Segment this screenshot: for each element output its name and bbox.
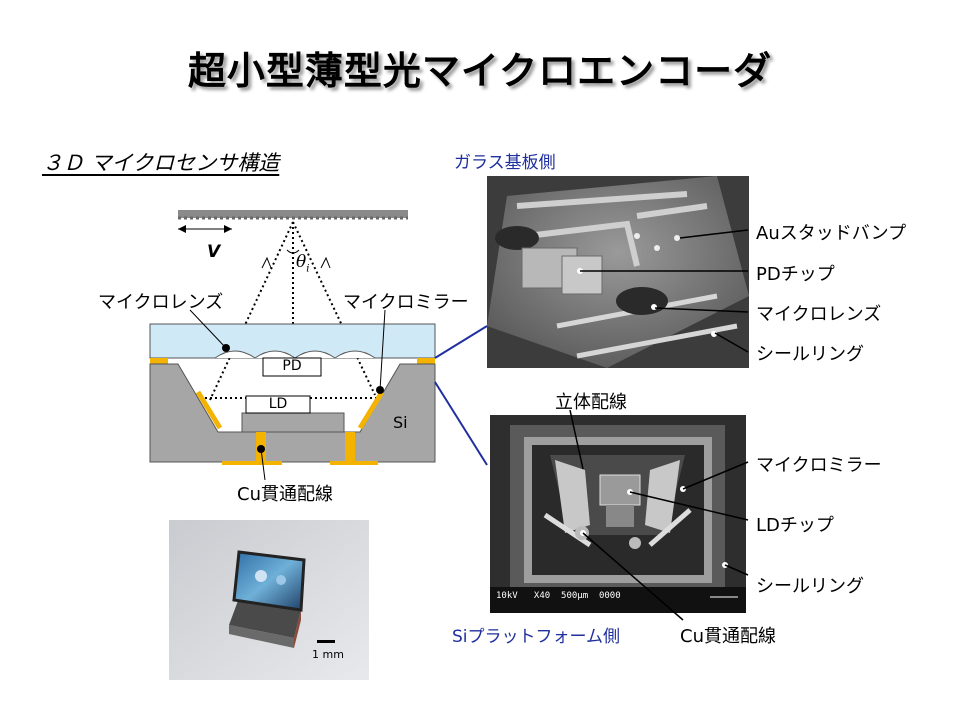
pd-label: PD [282, 358, 302, 374]
si-label-wiring: 立体配線 [555, 392, 627, 413]
micromirror-left [195, 390, 223, 430]
si-label-cu-via: Cu貫通配線 [680, 626, 776, 647]
glass-label-pd-chip: PDチップ [756, 264, 835, 285]
grating-scale [178, 210, 408, 220]
si-label: Si [393, 413, 408, 432]
velocity-label: V [207, 242, 221, 262]
velocity-arrow [178, 225, 232, 233]
glass-view-heading: ガラス基板側 [454, 153, 556, 173]
pd-chip [262, 357, 322, 377]
cu-via-label: Cu貫通配線 [237, 484, 333, 505]
si-label-ld-chip: LDチップ [756, 515, 834, 536]
angle-label: θi [296, 252, 310, 275]
micromirror-label: マイクロミラー [343, 292, 469, 313]
device-photo [169, 520, 369, 680]
glass-label-microlens: マイクロレンズ [756, 304, 882, 325]
sem-info: 10kV X40 500μm 0000 [496, 591, 621, 601]
scale-bar-label: 1 mm [312, 648, 344, 661]
ld-chip [245, 395, 311, 414]
si-view-heading: Siプラットフォーム側 [452, 627, 621, 647]
micromirror-right [357, 390, 385, 430]
glass-label-au-bump: Auスタッドバンプ [756, 223, 907, 244]
page-title: 超小型薄型光マイクロエンコーダ [187, 49, 773, 93]
glass-sem-image [487, 176, 749, 368]
glass-lid [149, 323, 436, 359]
section-subtitle: ３Ｄ マイクロセンサ構造 [42, 151, 280, 175]
si-sem-image [490, 415, 746, 613]
si-label-micromirror: マイクロミラー [756, 455, 882, 476]
ld-label: LD [268, 396, 288, 412]
microlens-label: マイクロレンズ [98, 292, 224, 313]
glass-label-seal-ring: シールリング [756, 344, 864, 365]
si-label-seal-ring: シールリング [756, 576, 864, 597]
cu-via-right [345, 432, 355, 462]
